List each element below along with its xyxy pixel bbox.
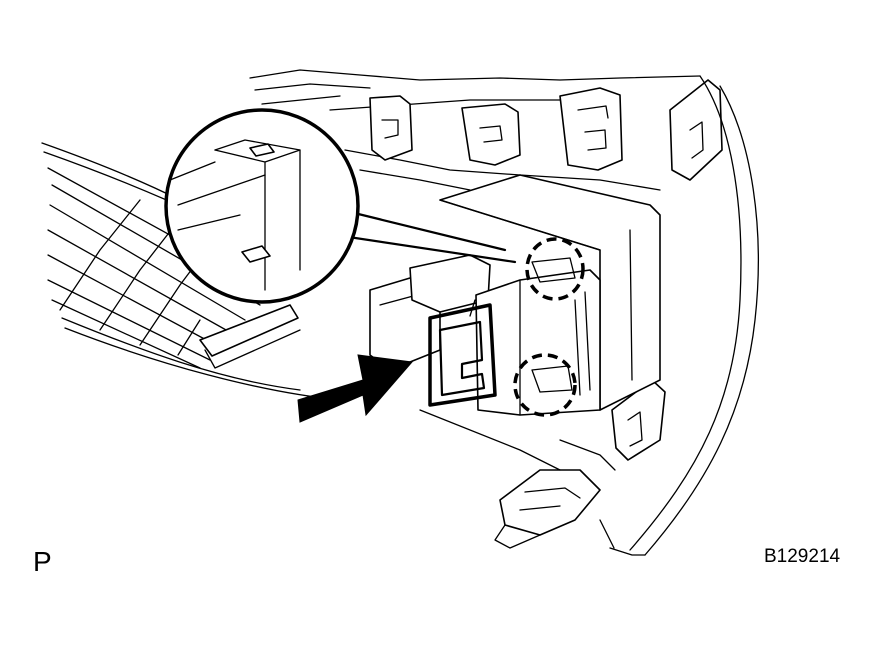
magnified-detail (164, 108, 360, 304)
grille-housing (41, 142, 341, 401)
relay-block (369, 174, 661, 416)
claw-mark-upper-icon (525, 237, 585, 301)
side-mark-label: P (33, 546, 52, 577)
side-frame (599, 75, 759, 556)
callout-leader (340, 208, 517, 264)
lower-clip (419, 409, 616, 549)
claw-mark-lower-icon (513, 353, 577, 417)
upper-trim-panel (249, 69, 723, 191)
push-direction-arrow-icon (297, 354, 413, 423)
figure-id-label: B129214 (764, 546, 841, 567)
